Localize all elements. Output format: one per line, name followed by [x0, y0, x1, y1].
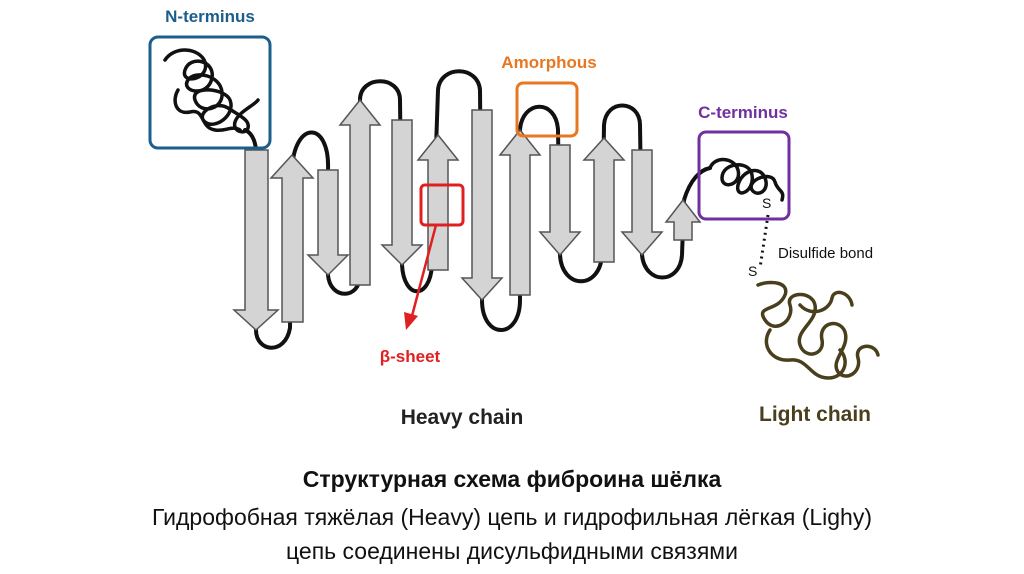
beta-sheet-label: β-sheet: [380, 347, 441, 366]
strand-arrow-down: [380, 119, 424, 267]
beta-sheet-box: [419, 183, 465, 227]
caption-line-2: цепь соединены дисульфидными связями: [286, 538, 738, 564]
strand-arrow-down: [460, 109, 504, 302]
strand-arrow-up: [269, 153, 315, 323]
n-terminus-coil: [163, 48, 260, 134]
c-terminus-coil: [708, 157, 785, 202]
heavy-chain-label: Heavy chain: [401, 406, 524, 429]
caption-line-1: Гидрофобная тяжёлая (Heavy) цепь и гидро…: [152, 504, 872, 530]
heavy-chain-backbone: [243, 69, 712, 350]
strand-arrow-up: [498, 128, 542, 296]
strand-arrow-down: [232, 149, 280, 332]
disulfide-bond-label: Disulfide bond: [778, 245, 873, 262]
c-terminus-label: C-terminus: [698, 103, 788, 122]
c-terminus-box: [697, 130, 791, 221]
strand-arrow-up: [338, 98, 382, 286]
s-upper-label: S: [762, 195, 771, 211]
amorphous-box: [515, 81, 579, 138]
beta-sheet-pointer-head: [404, 312, 418, 330]
beta-strands: [232, 98, 702, 332]
strand-arrow-down: [620, 149, 664, 257]
light-chain-coil: [756, 280, 880, 380]
beta-sheet-pointer: [410, 224, 438, 317]
n-terminus-box: [148, 35, 272, 150]
strand-arrow-down: [306, 169, 350, 277]
disulfide-bond-line: [758, 214, 770, 269]
s-lower-label: S: [748, 263, 757, 279]
strand-arrow-up: [416, 133, 460, 271]
light-chain-label: Light chain: [759, 403, 871, 426]
caption-title: Структурная схема фиброина шёлка: [302, 466, 722, 492]
strand-arrow-down: [538, 144, 582, 257]
strand-arrow-up: [664, 198, 702, 241]
strand-arrow-up: [582, 136, 626, 263]
amorphous-label: Amorphous: [501, 53, 596, 72]
n-terminus-label: N-terminus: [165, 7, 255, 26]
